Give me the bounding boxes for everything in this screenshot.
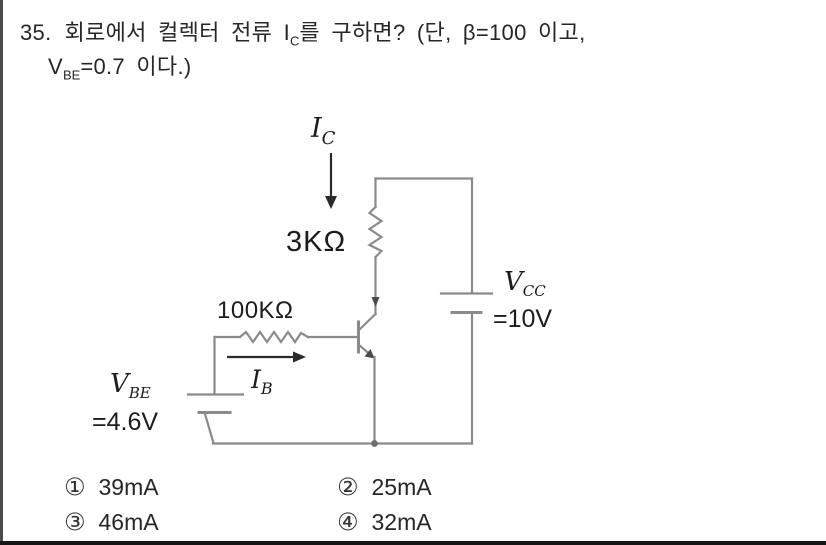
vcc-label: VCC <box>504 267 546 300</box>
question-ic-subscript: C <box>290 33 300 49</box>
transistor-collector-lead <box>357 312 378 332</box>
vbe-value: =4.6V <box>92 408 158 436</box>
question-vbe-value: =0.7 이다.) <box>80 54 192 79</box>
ib-label: IB <box>250 365 273 398</box>
collector-resistor-label: 3KΩ <box>286 226 346 258</box>
collector-resistor-zigzag <box>367 205 384 259</box>
circuit-wires <box>211 177 474 445</box>
page-left-border <box>0 0 3 545</box>
page-bottom-border <box>0 541 826 545</box>
question-line-2: VBE=0.7 이다.) <box>48 49 192 82</box>
question-line-1: 35. 회로에서 컬렉터 전류 IC를 구하면? (단, β=100 이고, <box>20 15 586 48</box>
vbe-label: VBE <box>110 369 151 402</box>
answer-option-1: ① 39mA <box>64 473 159 501</box>
question-text-pre: 회로에서 컬렉터 전류 I <box>64 20 290 45</box>
vcc-battery: VCC =10V <box>439 267 552 333</box>
collector-resistor: 3KΩ <box>286 205 384 316</box>
ib-arrow-head-icon <box>293 351 306 363</box>
vbe-battery: VBE =4.6V <box>92 369 245 445</box>
vbe-battery-lead <box>203 412 215 445</box>
collector-current-annotation: IC <box>310 113 337 209</box>
vcc-value: =10V <box>493 305 552 333</box>
answer-option-4: ④ 32mA <box>337 508 432 536</box>
base-resistor-label: 100KΩ <box>217 297 294 324</box>
base-resistor-zigzag <box>238 330 310 344</box>
ic-arrow-head-icon <box>325 196 337 209</box>
base-resistor: 100KΩ <box>217 297 310 344</box>
option-3-circled-number: ③ <box>64 508 86 536</box>
question-vbe-subscript: BE <box>62 67 81 83</box>
option-4-circled-number: ④ <box>337 508 359 536</box>
ic-label: IC <box>310 113 336 149</box>
transistor-emitter-arrow-icon <box>364 349 375 359</box>
option-3-label: 46mA <box>98 508 159 535</box>
option-2-circled-number: ② <box>337 473 359 501</box>
option-1-circled-number: ① <box>64 473 86 501</box>
question-number: 35. <box>20 20 52 45</box>
question-text-post: 를 구하면? (단, β=100 이고, <box>299 20 586 45</box>
option-1-label: 39mA <box>98 473 159 500</box>
question-vbe-symbol: V <box>48 54 63 79</box>
transistor <box>357 297 380 447</box>
base-current-annotation: IB <box>227 351 306 398</box>
option-2-label: 25mA <box>371 473 432 500</box>
answer-option-3: ③ 46mA <box>64 508 159 536</box>
junction-dot <box>371 440 378 447</box>
answer-option-2: ② 25mA <box>337 473 432 501</box>
option-4-label: 32mA <box>371 508 432 535</box>
collector-wire-arrow-icon <box>371 297 380 307</box>
